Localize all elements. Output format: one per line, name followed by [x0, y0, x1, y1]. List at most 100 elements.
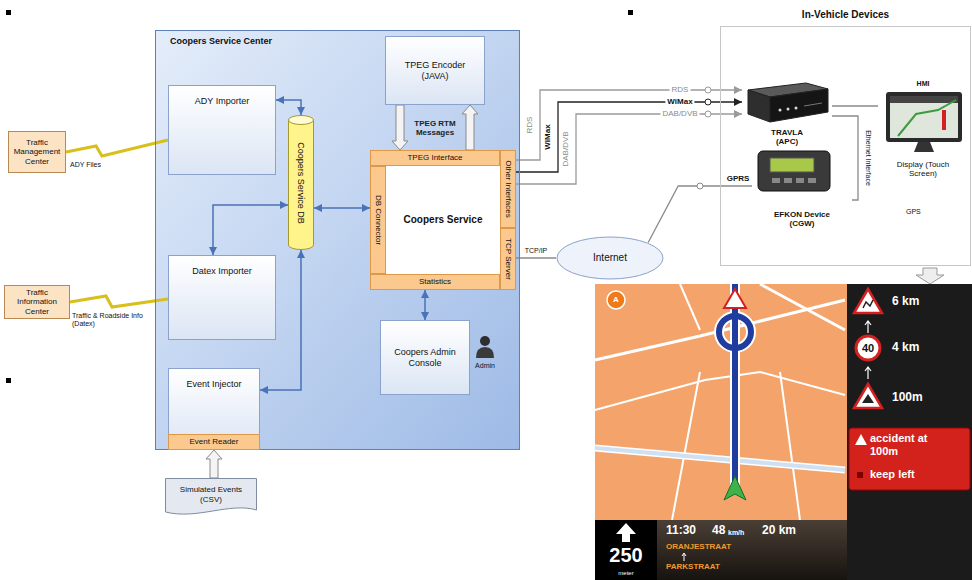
street-name: PARKSTRAAT [666, 562, 720, 571]
roundabout [719, 316, 751, 348]
screen-bar [890, 96, 958, 103]
speed-sign [856, 336, 880, 360]
device-button [796, 178, 804, 183]
device-button [784, 178, 792, 183]
unit-text: km/h [728, 529, 744, 537]
small-arrow [865, 367, 871, 379]
connector [516, 114, 742, 184]
down-arrow [916, 268, 944, 284]
alert-icon [855, 434, 867, 445]
node-text: Coopers Service [404, 214, 483, 226]
edge-label: GPRS [727, 174, 750, 183]
turn-arrow [616, 523, 636, 542]
node-text: Traffic Management Center [11, 138, 63, 166]
status-bar [595, 520, 847, 580]
line-terminal [705, 111, 711, 117]
turn-distance: 250 [609, 544, 642, 567]
map-water [595, 448, 845, 470]
cylinder-body [289, 120, 314, 250]
interface-band: TCP Server [500, 228, 516, 290]
clock-text: 11:30 [666, 524, 696, 538]
node-text: ADY Importer [195, 96, 249, 106]
alert-box [849, 428, 970, 490]
display-icon: HMIDisplay (Touch Screen) [878, 80, 968, 178]
process-box: ADY Importer [168, 85, 276, 175]
node-text: Coopers Service DB [296, 142, 306, 224]
connector [516, 257, 556, 258]
edge-label: RDS [670, 85, 691, 94]
interface-band: Event Reader [168, 434, 260, 450]
device-front [748, 90, 770, 122]
turn-box [595, 520, 657, 580]
unit-text: meter [618, 570, 633, 577]
device-slot [804, 103, 822, 106]
node-text: TRAVLA (APC) [762, 128, 812, 146]
warning-text: keep left [870, 468, 915, 481]
device-led [795, 107, 798, 110]
lightning-link [70, 296, 168, 307]
edge-label: Ethernet Interface [864, 130, 872, 186]
node-text: Coopers Service Center [170, 36, 272, 46]
line-terminal [705, 99, 711, 105]
connector [516, 90, 742, 160]
source-box: Traffic Management Center [8, 131, 66, 173]
street-name: ORANJESTRAAT [666, 542, 731, 551]
block-arrow [206, 450, 222, 478]
monitor-screen [890, 96, 958, 138]
distance-text: 4 km [892, 341, 919, 355]
device-led [787, 108, 790, 111]
alert-bullet [857, 472, 863, 478]
edge-label: ADY Files [70, 161, 101, 169]
compass [607, 291, 625, 309]
monitor-frame [886, 92, 962, 142]
distance-text: 100m [892, 391, 923, 405]
service-box: Coopers Service TPEG InterfaceDB Connecto… [370, 150, 516, 290]
bullet-square [6, 10, 11, 15]
node-text: EFKON Device (CGW) [766, 210, 838, 228]
node-text: Event Reader [190, 437, 239, 446]
sign-icon [863, 300, 873, 308]
speed-limit: 40 [862, 342, 874, 355]
map-road [760, 284, 845, 330]
bullet-square [6, 378, 11, 383]
block-arrow [392, 105, 408, 150]
device-panel: In-Vehicle DevicesTRAVLA (APC)HMIDisplay… [720, 26, 971, 266]
lightning-link [66, 140, 168, 156]
node-text: Statistics [419, 277, 451, 286]
edge-label: WiMax [665, 97, 694, 106]
process-box: TPEG Encoder (JAVA) [385, 36, 485, 105]
signal-label: GPS [906, 208, 921, 216]
map-road [672, 372, 700, 520]
network-ellipse: Internet [556, 236, 664, 280]
process-box: Datex Importer [168, 255, 276, 340]
connector [424, 290, 426, 320]
line-terminal [705, 87, 711, 93]
interface-band: Statistics [370, 274, 500, 290]
node-text: Datex Importer [192, 266, 252, 276]
edge-label: DAB/DVB [660, 109, 699, 118]
source-box: Traffic Information Center [4, 285, 70, 319]
interface-band: TPEG Interface [370, 150, 500, 166]
connector [213, 205, 288, 255]
device-icon: TRAVLA (APC) [742, 80, 832, 146]
device-button [808, 178, 816, 183]
database-cylinder: Coopers Service DB [288, 115, 314, 250]
warning-sign [854, 384, 882, 408]
interface-band: Other Interfaces [500, 150, 516, 228]
signal-label: WiMax [543, 124, 552, 149]
sign-icon [862, 394, 874, 403]
interface-band: DB Connector [370, 166, 386, 274]
service-center-fill [155, 30, 520, 450]
document-shape: Simulated Events (CSV) [165, 478, 257, 518]
device-led [779, 109, 782, 112]
map-road [780, 372, 800, 520]
node-text: TPEG Encoder (JAVA) [390, 60, 480, 81]
document-outline [166, 479, 257, 515]
connector [276, 100, 301, 115]
edge-label: Traffic & Roadside Info (Datex) [72, 312, 144, 328]
map-water [595, 448, 845, 470]
admin-body [476, 347, 494, 358]
distance-text: 6 km [892, 295, 919, 309]
service-center-box: Coopers Service CenterADY ImporterCooper… [155, 30, 520, 450]
